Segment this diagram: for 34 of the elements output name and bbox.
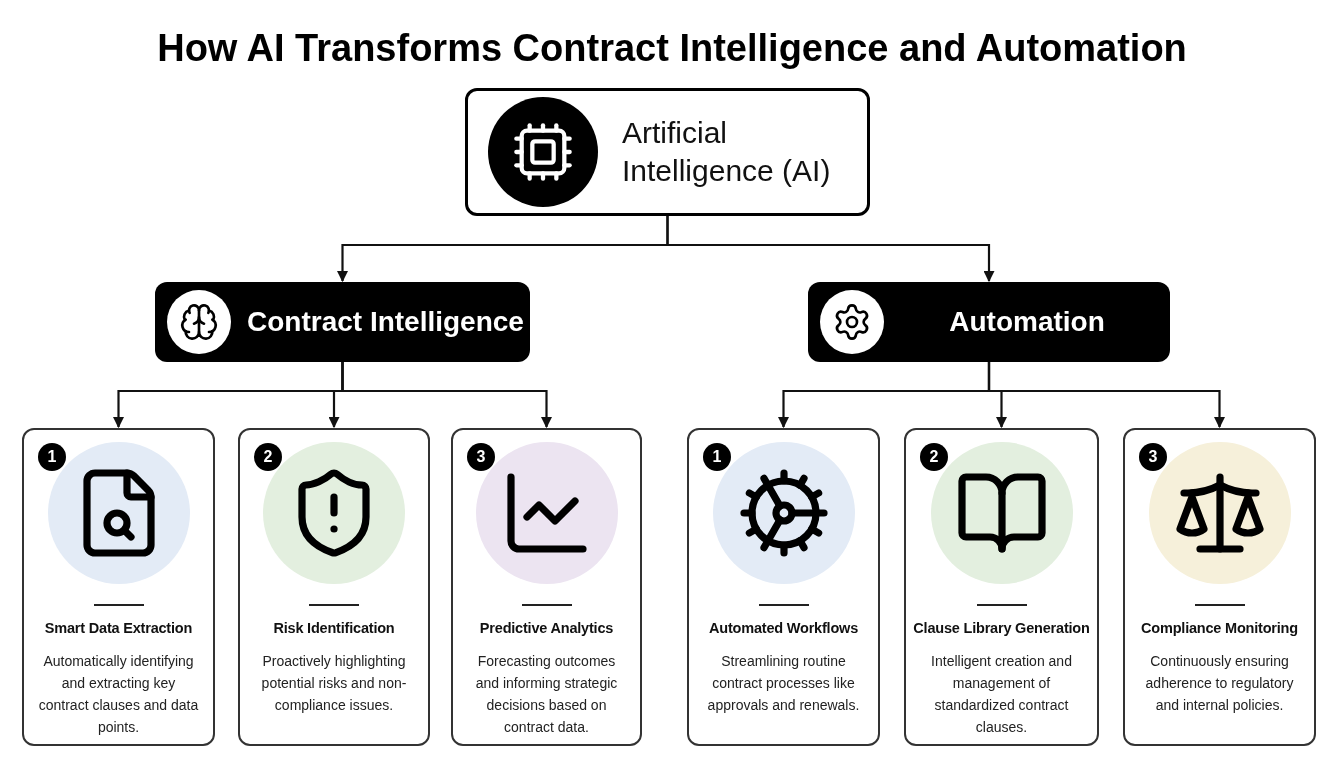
feature-card [687,428,880,746]
node-title: Artificial Intelligence (AI) [622,115,832,189]
number-badge: 1 [38,443,66,471]
category-title: Automation [948,305,1106,339]
card-description: Streamlining routine contract processes like approvals and renewals. [706,651,861,715]
arrow [341,362,552,429]
feature-card [238,428,430,746]
diagram-title: How AI Transforms Contract Intelligence and Automation [156,26,1188,71]
card-description: Forecasting outcomes and informing strategic decisions based on contract data. [474,651,619,737]
number-badge: 2 [920,443,948,471]
card-heading: Predictive Analytics [478,619,615,638]
card-description: Proactively highlighting potential risks and non-compliance issues. [260,651,408,715]
feature-card [451,428,642,746]
number-badge: 1 [703,443,731,471]
card-description: Intelligent creation and management of standardized contract clauses. [930,651,1073,737]
card-description: Continuously ensuring adherence to regulatory and internal policies. [1144,651,1295,715]
card-description: Automatically identifying and extracting key contract clauses and data points. [37,651,200,737]
feature-card [904,428,1099,746]
card-heading: Automated Workflows [708,619,859,638]
category-title: Contract Intelligence [247,305,524,339]
card-heading: Smart Data Extraction [43,619,194,638]
feature-card [1123,428,1316,746]
card-heading: Compliance Monitoring [1140,619,1299,638]
process-box [465,88,870,216]
card-heading: Clause Library Generation [912,619,1091,638]
category-box [808,282,1170,362]
arrow [666,216,995,283]
card-heading: Risk Identification [272,619,396,638]
feature-card [22,428,215,746]
arrow [987,362,1225,429]
number-badge: 2 [254,443,282,471]
number-badge: 3 [467,443,495,471]
category-box [155,282,530,362]
number-badge: 3 [1139,443,1167,471]
